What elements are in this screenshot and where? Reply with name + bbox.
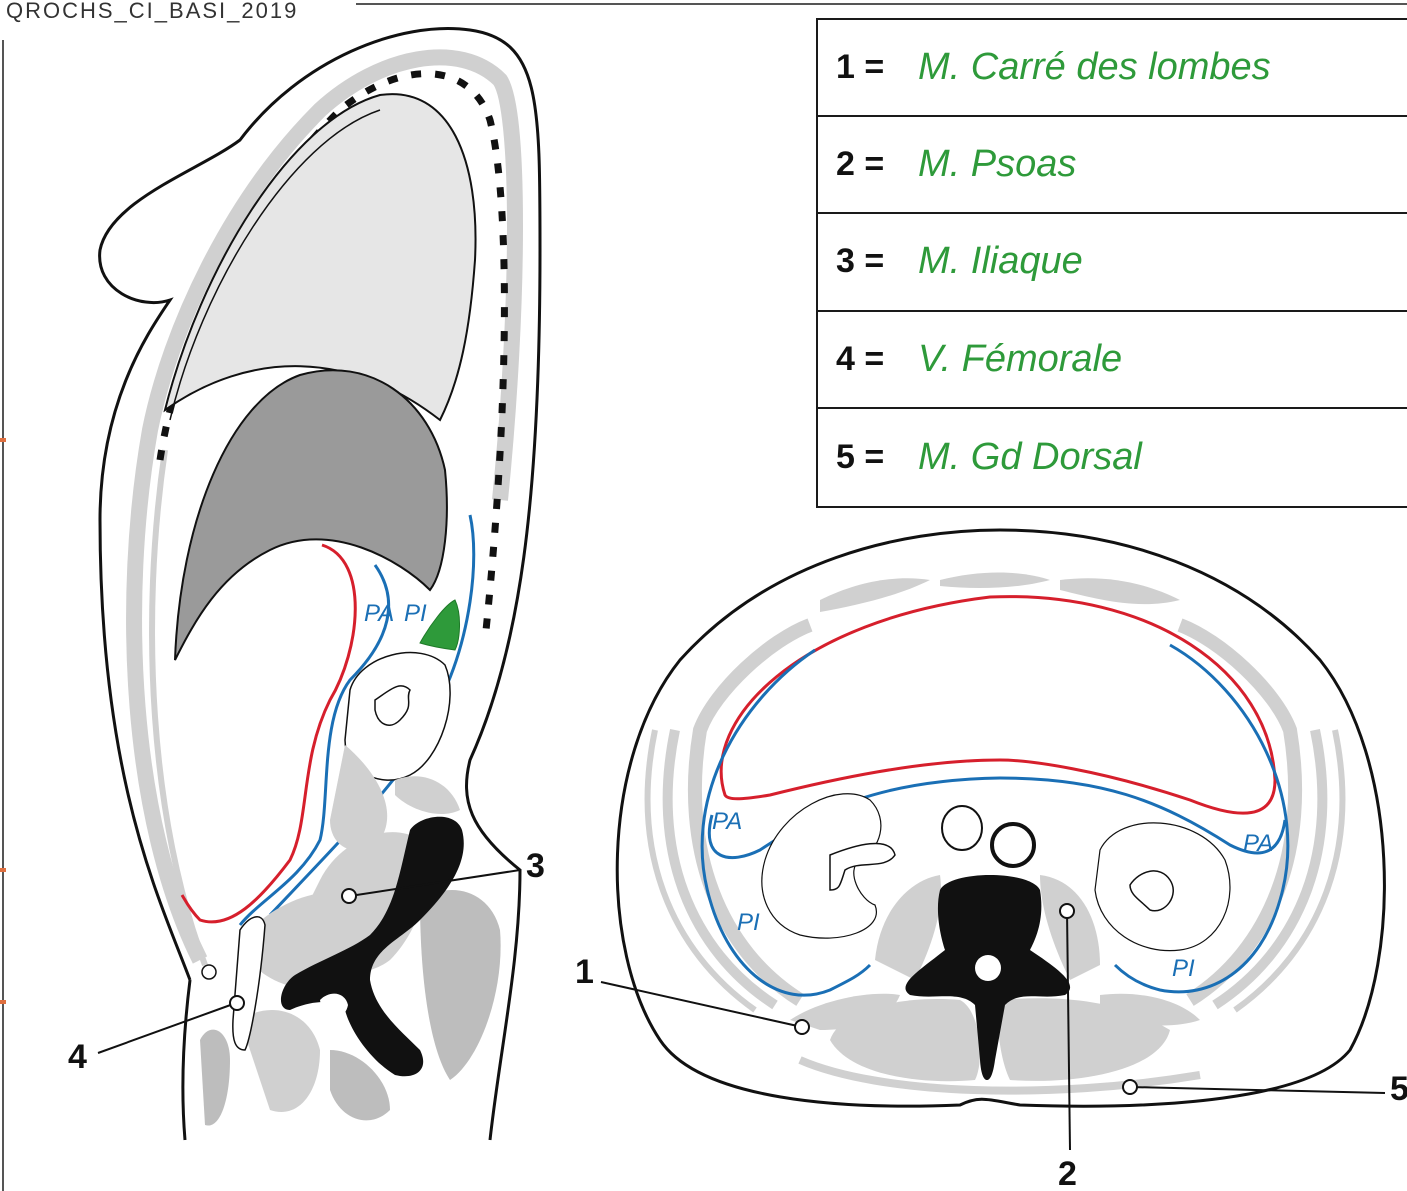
legend-term: V. Fémorale <box>918 338 1122 381</box>
transverse-marker-2: 2 <box>1058 1155 1077 1191</box>
legend-row-4: 4 = V. Fémorale <box>818 312 1407 409</box>
legend-row-2: 2 = M. Psoas <box>818 117 1407 214</box>
legend-number: 5 = <box>818 438 918 477</box>
transverse-pin-5 <box>1123 1080 1137 1094</box>
sagittal-pin-3 <box>342 889 356 903</box>
legend-term: M. Psoas <box>918 143 1076 186</box>
legend-row-5: 5 = M. Gd Dorsal <box>818 409 1407 506</box>
legend-term: M. Iliaque <box>918 240 1083 283</box>
legend-number: 2 = <box>818 145 918 184</box>
transverse-aorta <box>992 824 1034 866</box>
sagittal-label-pa: PA <box>364 600 394 627</box>
sagittal-pin-4 <box>230 996 244 1010</box>
legend-row-1: 1 = M. Carré des lombes <box>818 20 1407 117</box>
legend-term: M. Gd Dorsal <box>918 436 1142 479</box>
transverse-marker-5: 5 <box>1390 1070 1407 1108</box>
transverse-label-pa-right: PA <box>1243 830 1273 857</box>
sagittal-marker-4: 4 <box>68 1038 87 1076</box>
legend-number: 4 = <box>818 340 918 379</box>
legend-number: 3 = <box>818 242 918 281</box>
legend-row-3: 3 = M. Iliaque <box>818 214 1407 311</box>
header-fragment: QROCHS_CI_BASI_2019 <box>0 0 356 40</box>
legend-number: 1 = <box>818 48 918 87</box>
transverse-label-pa-left: PA <box>712 808 742 835</box>
transverse-pin-1 <box>795 1020 809 1034</box>
transverse-label-pi-right: PI <box>1172 955 1195 982</box>
legend-table: 1 = M. Carré des lombes 2 = M. Psoas 3 =… <box>816 18 1407 508</box>
transverse-pin-2 <box>1060 904 1074 918</box>
sagittal-section: PA PI 3 4 <box>68 28 545 1140</box>
sagittal-marker-3: 3 <box>526 847 545 885</box>
legend-term: M. Carré des lombes <box>918 46 1271 89</box>
transverse-section: PA PA PI PI 1 2 5 <box>575 530 1407 1191</box>
transverse-marker-1: 1 <box>575 953 594 991</box>
transverse-label-pi-left: PI <box>737 909 760 936</box>
sagittal-label-pi: PI <box>404 600 427 627</box>
transverse-vena-cava <box>942 806 982 850</box>
